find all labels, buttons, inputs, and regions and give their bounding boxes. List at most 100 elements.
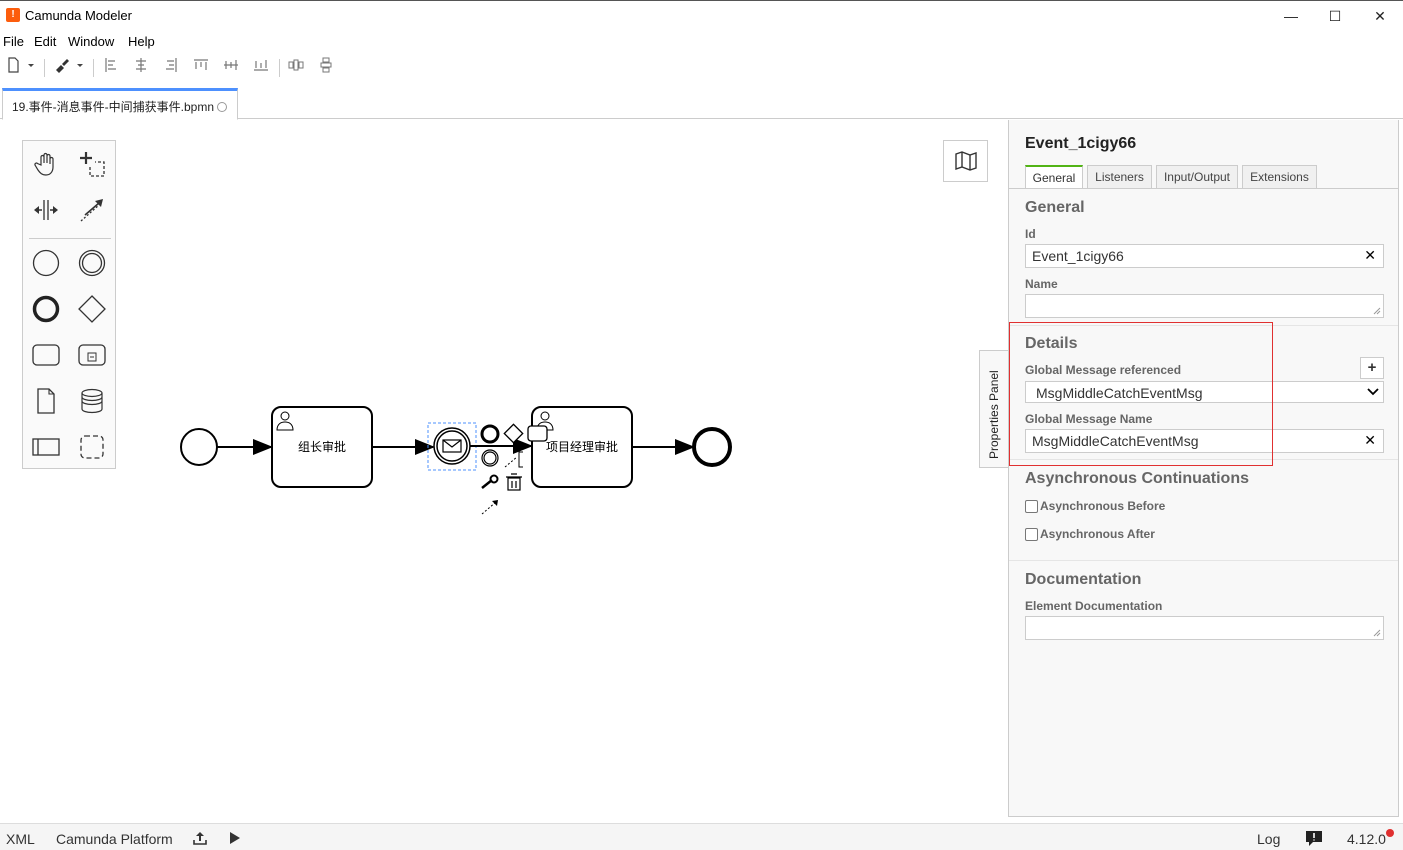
lasso-icon (80, 152, 105, 177)
menu-window[interactable]: Window (68, 34, 115, 49)
align-left-icon (105, 58, 116, 72)
id-value: Event_1cigy66 (1032, 248, 1124, 264)
trash-icon[interactable] (506, 473, 522, 491)
diagram-canvas[interactable]: 组长审批 项目经理审批 (0, 120, 1008, 822)
create-group[interactable] (77, 432, 107, 462)
create-subprocess[interactable] (77, 340, 107, 370)
message-intermediate-catch-event[interactable] (433, 427, 471, 465)
create-start-event[interactable] (31, 248, 61, 278)
append-intermediate-event-icon[interactable] (481, 449, 499, 467)
lasso-tool[interactable] (77, 149, 107, 179)
align-bottom-icon (254, 60, 268, 71)
global-message-name-value: MsgMiddleCatchEventMsg (1032, 433, 1199, 449)
color-picker-button[interactable] (52, 57, 86, 79)
global-connect-icon (80, 199, 103, 222)
menu-edit[interactable]: Edit (34, 34, 57, 49)
name-field[interactable] (1025, 294, 1384, 318)
user-task-1-label: 组长审批 (298, 439, 346, 454)
global-message-name-field[interactable]: MsgMiddleCatchEventMsg ✕ (1025, 429, 1384, 453)
append-end-event-icon[interactable] (480, 424, 500, 444)
create-end-event[interactable] (31, 294, 61, 324)
resize-handle-icon (1373, 307, 1381, 315)
create-task[interactable] (31, 340, 61, 370)
new-file-button[interactable] (5, 57, 37, 79)
bpmn-diagram: 组长审批 项目经理审批 (180, 406, 732, 515)
map-icon (954, 151, 977, 171)
clear-id-icon[interactable]: ✕ (1364, 247, 1376, 263)
hand-tool[interactable] (31, 149, 61, 179)
global-message-name-label: Global Message Name (1025, 412, 1153, 426)
create-pool[interactable] (31, 432, 61, 462)
align-center-icon (136, 58, 146, 72)
log-button[interactable]: Log (1257, 831, 1281, 847)
clear-message-name-icon[interactable]: ✕ (1364, 432, 1376, 448)
start-event[interactable] (180, 428, 218, 466)
async-after-checkbox[interactable]: Asynchronous After (1025, 527, 1155, 542)
async-after-label: Asynchronous After (1040, 527, 1155, 541)
toolbar (0, 54, 1403, 82)
wrench-icon[interactable] (481, 474, 499, 489)
connect-icon[interactable] (481, 500, 498, 515)
align-middle-icon (224, 60, 238, 70)
distribute-vertical-button[interactable] (318, 57, 334, 79)
minimap-toggle[interactable] (943, 140, 988, 182)
platform-label[interactable]: Camunda Platform (56, 831, 173, 847)
distribute-horizontal-icon (288, 59, 304, 71)
async-before-label: Asynchronous Before (1040, 499, 1166, 513)
close-button[interactable]: ✕ (1374, 8, 1386, 24)
distribute-horizontal-button[interactable] (287, 57, 305, 79)
end-event[interactable] (692, 427, 732, 467)
append-gateway-icon[interactable] (503, 423, 524, 444)
menu-file[interactable]: File (3, 34, 24, 49)
align-right-button[interactable] (163, 57, 179, 79)
align-middle-button[interactable] (222, 57, 240, 79)
align-left-button[interactable] (103, 57, 119, 79)
tab-input-output[interactable]: Input/Output (1156, 165, 1238, 189)
create-data-object[interactable] (31, 386, 61, 416)
user-task-icon (276, 411, 294, 431)
version-label[interactable]: 4.12.0 (1347, 831, 1386, 847)
feedback-icon[interactable] (1305, 830, 1323, 847)
create-data-store[interactable] (77, 386, 107, 416)
tab-listeners[interactable]: Listeners (1087, 165, 1152, 189)
create-intermediate-event[interactable] (77, 248, 107, 278)
add-message-button[interactable]: + (1360, 357, 1384, 379)
xml-view-button[interactable]: XML (6, 831, 35, 847)
async-group-heading: Asynchronous Continuations (1025, 470, 1249, 487)
envelope-icon (442, 439, 462, 453)
align-center-button[interactable] (133, 57, 149, 79)
async-before-checkbox[interactable]: Asynchronous Before (1025, 499, 1166, 514)
file-tab[interactable]: 19.事件-消息事件-中间捕获事件.bpmn (2, 88, 238, 120)
tab-general[interactable]: General (1025, 165, 1083, 189)
align-top-button[interactable] (192, 57, 210, 79)
maximize-button[interactable]: ☐ (1328, 8, 1342, 24)
create-gateway[interactable] (77, 294, 107, 324)
data-object-icon (37, 388, 55, 414)
highlight-annotation (1009, 322, 1273, 466)
start-instance-icon[interactable] (229, 831, 241, 845)
deploy-icon[interactable] (193, 831, 207, 845)
checkbox-icon (1025, 500, 1038, 514)
global-message-select[interactable]: MsgMiddleCatchEventMsg (1025, 381, 1384, 403)
text-annotation-icon[interactable] (504, 451, 523, 468)
properties-panel-toggle[interactable]: Properties Panel (979, 350, 1008, 468)
end-event-icon (32, 295, 60, 323)
space-tool[interactable] (31, 195, 61, 225)
unsaved-indicator-icon[interactable] (217, 102, 227, 112)
intermediate-event-icon (78, 249, 106, 277)
properties-panel: Event_1cigy66 General Listeners Input/Ou… (1008, 120, 1399, 817)
title-bar: ! Camunda Modeler — ☐ ✕ (0, 0, 1403, 30)
general-group-heading: General (1025, 199, 1085, 216)
group-icon (80, 435, 104, 459)
minimize-button[interactable]: — (1284, 8, 1298, 24)
append-task-icon[interactable] (527, 425, 548, 442)
align-bottom-button[interactable] (252, 57, 270, 79)
tab-extensions[interactable]: Extensions (1242, 165, 1317, 189)
file-tab-label: 19.事件-消息事件-中间捕获事件.bpmn (12, 100, 215, 114)
global-message-select-value: MsgMiddleCatchEventMsg (1036, 385, 1203, 401)
tab-bar: 19.事件-消息事件-中间捕获事件.bpmn (0, 86, 1403, 120)
id-field[interactable]: Event_1cigy66 ✕ (1025, 244, 1384, 268)
global-connect-tool[interactable] (77, 195, 107, 225)
menu-help[interactable]: Help (128, 34, 155, 49)
element-documentation-field[interactable] (1025, 616, 1384, 640)
